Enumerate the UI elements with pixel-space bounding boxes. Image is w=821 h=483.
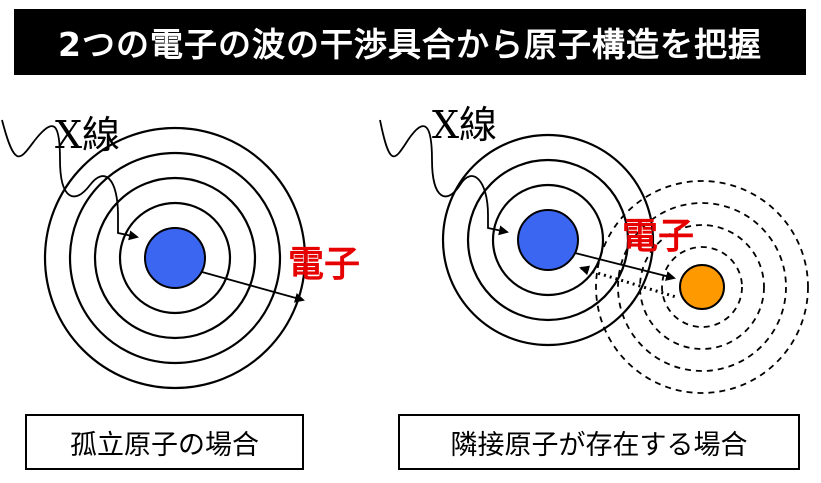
wave-ring — [118, 201, 232, 315]
page-title: 2つの電子の波の干渉具合から原子構造を把握 — [58, 25, 762, 64]
electron-label: 電子 — [288, 244, 360, 285]
neighbor-wave-ring — [639, 224, 765, 350]
xray-wave — [1, 119, 139, 241]
neighbor-atom-caption: 隣接原子が存在する場合 — [398, 414, 800, 470]
backscatter-arrow — [579, 265, 677, 299]
xray-label: X線 — [55, 113, 120, 157]
electron-arrow — [201, 271, 305, 303]
title-banner: 2つの電子の波の干渉具合から原子構造を把握 — [14, 9, 806, 75]
wave-ring — [491, 183, 605, 297]
electron-arrow — [574, 252, 676, 281]
xray-wave — [379, 119, 509, 236]
neighbor-atom-diagram: X線 電子 — [379, 103, 809, 394]
isolated-atom-diagram: X線 電子 — [1, 113, 360, 390]
atom-nucleus — [144, 227, 206, 289]
wave-ring — [68, 151, 282, 365]
wave-ring — [441, 133, 655, 347]
atom-nucleus — [517, 209, 579, 271]
neighbor-wave-ring — [661, 246, 743, 328]
neighbor-atom — [679, 264, 725, 310]
caption-text: 隣接原子が存在する場合 — [450, 429, 748, 461]
isolated-atom-caption: 孤立原子の場合 — [25, 414, 304, 470]
neighbor-wave-ring — [595, 180, 809, 394]
wave-ring — [43, 126, 307, 390]
wave-ring — [466, 158, 630, 322]
neighbor-wave-ring — [617, 202, 787, 372]
caption-text: 孤立原子の場合 — [70, 429, 259, 461]
wave-ring — [93, 176, 257, 340]
xray-label: X線 — [432, 103, 497, 147]
electron-label: 電子 — [622, 216, 694, 257]
